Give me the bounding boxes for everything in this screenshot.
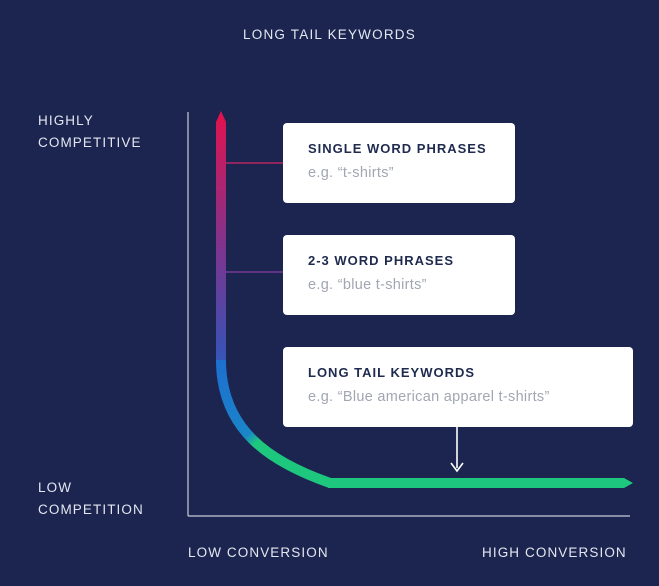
curve-right-arrow-icon [624, 478, 633, 488]
card-example: e.g. “Blue american apparel t-shirts” [308, 389, 550, 405]
y-axis-top-label: HIGHLY COMPETITIVE [38, 113, 142, 150]
card-long-tail-keywords: LONG TAIL KEYWORDS e.g. “Blue american a… [283, 347, 633, 427]
x-axis-left-label: LOW CONVERSION [188, 545, 329, 560]
card-heading: LONG TAIL KEYWORDS [308, 365, 476, 380]
card-example: e.g. “t-shirts” [308, 165, 394, 181]
card-single-word-phrases: SINGLE WORD PHRASES e.g. “t-shirts” [283, 123, 515, 203]
x-axis-right-label: HIGH CONVERSION [482, 545, 627, 560]
card-heading: SINGLE WORD PHRASES [308, 141, 487, 156]
card-2-3-word-phrases: 2-3 WORD PHRASES e.g. “blue t-shirts” [283, 235, 515, 315]
card-heading: 2-3 WORD PHRASES [308, 253, 455, 268]
down-arrow-icon [450, 462, 464, 473]
diagram-title: LONG TAIL KEYWORDS [243, 27, 416, 42]
card-example: e.g. “blue t-shirts” [308, 277, 427, 293]
curve-bend-segment [216, 359, 332, 488]
curve-top-arrow-icon [216, 111, 226, 122]
y-axis-bottom-label: LOW COMPETITION [38, 480, 144, 517]
